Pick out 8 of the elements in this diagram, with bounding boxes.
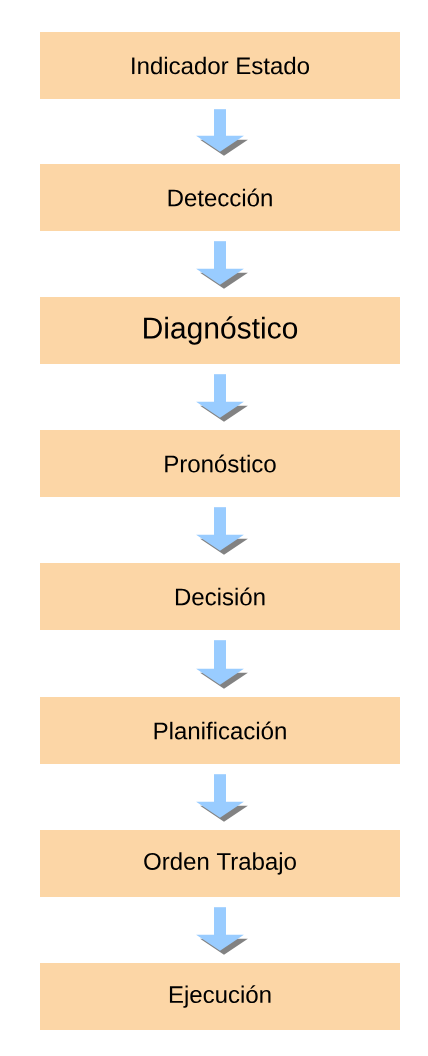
process-box: Orden Trabajo <box>40 830 400 897</box>
process-box: Planificación <box>40 697 400 764</box>
process-box: Indicador Estado <box>40 32 400 99</box>
process-box: Diagnóstico <box>40 297 400 364</box>
process-box: Detección <box>40 164 400 231</box>
process-box: Ejecución <box>40 963 400 1030</box>
process-box: Pronóstico <box>40 430 400 497</box>
process-box: Decisión <box>40 563 400 630</box>
